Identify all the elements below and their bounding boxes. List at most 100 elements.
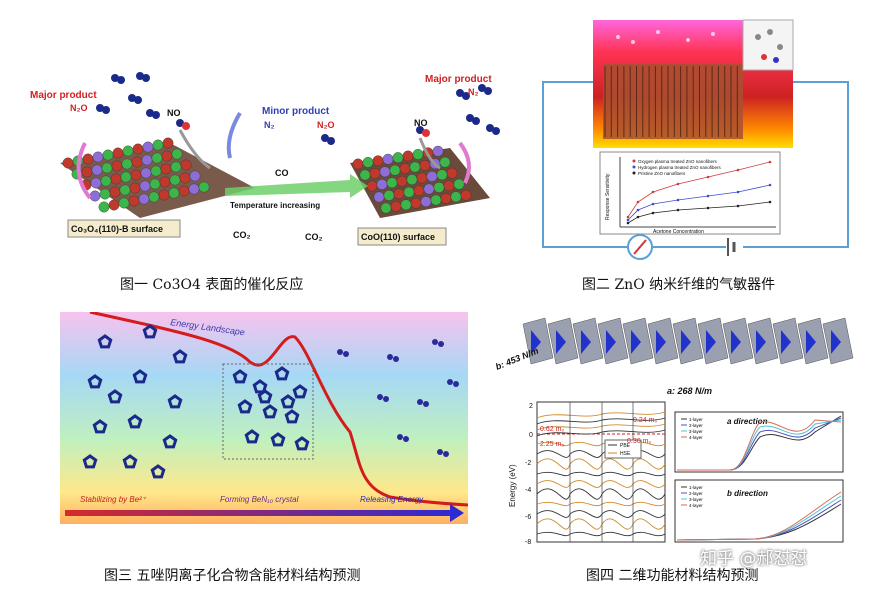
n2-molecules: [337, 339, 459, 457]
atom: [366, 180, 378, 192]
atom: [409, 161, 421, 173]
pentazolate-ring: [97, 334, 113, 349]
b-direction-legend: 1-layer 2-layer 3-layer 4-layer: [681, 485, 703, 508]
atom: [170, 161, 182, 173]
atom: [439, 156, 451, 168]
legend-pbe: PBE: [620, 443, 631, 449]
a-direction-curve: [677, 419, 842, 471]
ytick-m8: -8: [525, 539, 531, 546]
atom: [423, 183, 435, 195]
label-no-left: NO: [167, 108, 181, 118]
label-mass-2: 2.25 m₀: [540, 441, 564, 448]
crystal-atom: [531, 330, 541, 354]
sensor-point: [676, 208, 680, 212]
sensor-point: [676, 198, 680, 202]
figure-3-illustration: Energy Landscape Stabilizing by Be²⁺ For…: [60, 312, 468, 524]
atom: [168, 187, 180, 199]
atom: [416, 172, 428, 184]
atom: [131, 156, 143, 168]
pentazolate-ring: [274, 366, 290, 381]
pentazolate-ring: [127, 414, 143, 429]
label-a-direction: a direction: [727, 417, 768, 426]
sensor-point: [768, 160, 772, 164]
label-temperature: Temperature increasing: [230, 201, 320, 210]
atom: [162, 137, 174, 149]
atom: [110, 173, 122, 185]
pentazolate-ring: [252, 379, 268, 394]
pentazolate-ring: [280, 394, 296, 409]
pentazolate-ring: [167, 394, 183, 409]
atom: [100, 175, 112, 187]
a-direction-legend: 1-layer 2-layer 3-layer 4-layer: [681, 417, 703, 440]
atom: [403, 186, 415, 198]
legend-hydrogen: Hydrogen plasma treated ZnO nanofibers: [638, 165, 722, 170]
b-direction-plot: [674, 479, 844, 543]
nanofiber-array: [603, 64, 743, 139]
atom: [393, 188, 405, 200]
pentazolate-ring: [122, 454, 138, 469]
atom: [109, 186, 121, 198]
atom: [178, 185, 190, 197]
label-co: CO: [275, 168, 289, 178]
figure-2-zno-sensor: Acetone Concentration Response Sensitivi…: [538, 12, 852, 274]
atom: [189, 170, 201, 182]
ytick-0: 0: [529, 432, 533, 439]
atom: [118, 197, 130, 209]
ytick-m4: -4: [525, 487, 531, 494]
pentazolate-ring: [284, 409, 300, 424]
atom: [419, 160, 431, 171]
circuit-wire-left: [542, 81, 628, 248]
figure-4-illustration: b: 453 N/m a: 268 N/m Energy (eV) 2 0 -2…: [495, 317, 854, 546]
atom: [81, 166, 93, 178]
atom: [373, 191, 385, 203]
atom: [119, 184, 131, 196]
atom: [132, 143, 144, 155]
sensor-point: [768, 200, 772, 204]
ytick-m2: -2: [525, 460, 531, 467]
atom: [128, 195, 140, 207]
atom: [352, 158, 364, 170]
atom: [433, 182, 445, 193]
crystal-atom: [656, 330, 666, 354]
crystal-atom: [731, 330, 741, 354]
atom: [430, 194, 442, 206]
temperature-arrow: [225, 174, 368, 198]
sensitivity-chart: [599, 151, 781, 235]
atom: [386, 177, 398, 189]
figure-2-illustration: Acetone Concentration Response Sensitivi…: [542, 19, 849, 260]
crystal-atom: [581, 330, 591, 354]
band-structure-plot: [536, 401, 666, 543]
crystal-atom: [606, 330, 616, 354]
sensor-point: [706, 194, 710, 198]
atom: [148, 191, 160, 203]
label-a-modulus: a: 268 N/m: [667, 386, 712, 396]
pentazolate-ring: [132, 369, 148, 384]
legend-pristine: Pristine ZnO nanofibers: [638, 171, 686, 176]
atom: [138, 193, 150, 205]
atom: [372, 155, 384, 167]
sensor-point: [626, 215, 630, 219]
a-legend-3: 3-layer: [689, 429, 703, 434]
pentazolate-ring: [150, 464, 166, 479]
atom: [160, 163, 172, 175]
pentazolate-ring: [82, 454, 98, 469]
atom: [82, 153, 94, 165]
b-legend-3: 3-layer: [689, 497, 703, 502]
atom: [90, 177, 102, 189]
figure-1-illustration: Major product N₂O NO Minor product N₂ N₂…: [30, 72, 500, 246]
b-direction-curve: [676, 491, 842, 541]
figure-1-co3o4-catalysis: Major product N₂O NO Minor product N₂ N₂…: [20, 68, 515, 258]
sensor-point: [736, 204, 740, 208]
atom: [382, 153, 394, 165]
label-co2-left: CO₂: [233, 230, 251, 240]
atom: [446, 167, 458, 179]
atom: [140, 167, 152, 179]
sensor-point: [736, 190, 740, 194]
pentazolate-ring: [270, 432, 286, 447]
label-co2-right: CO₂: [305, 232, 323, 242]
pentazolate-ring: [87, 374, 103, 389]
band-ylabel: Energy (eV): [508, 464, 517, 507]
atom: [159, 176, 171, 188]
atom: [376, 179, 388, 190]
label-forming: Forming BeN₁₀ crystal: [220, 495, 299, 504]
